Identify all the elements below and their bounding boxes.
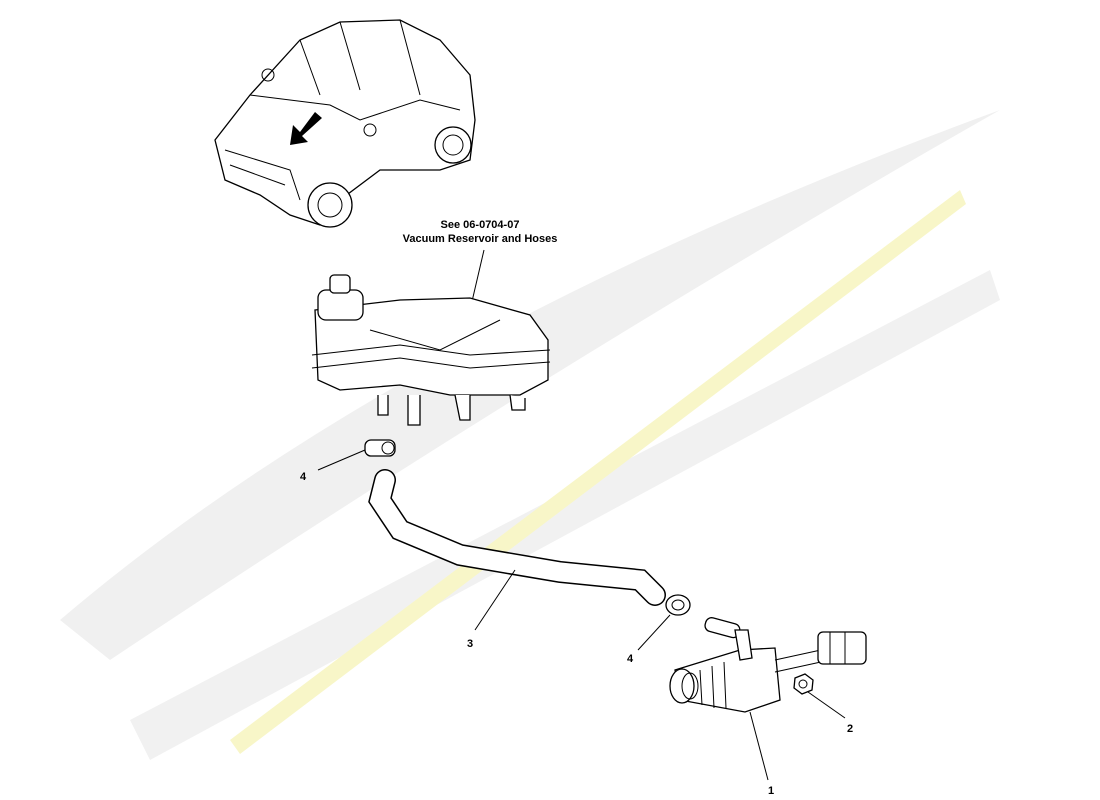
clutch-master-cylinder [669,617,867,713]
callout-4b: 4 [627,653,634,665]
car-location-illustration [214,19,476,228]
callout-2: 2 [847,723,853,735]
callout-1: 1 [768,785,774,797]
reference-line1: See 06-0704-07 [441,219,520,231]
location-arrow-icon [290,112,322,145]
callout-3: 3 [467,638,473,650]
reference-line2: Vacuum Reservoir and Hoses [403,233,558,245]
nut [793,673,814,695]
vacuum-reservoir [311,274,551,426]
hose-clip [364,439,396,457]
callout-4a: 4 [300,471,307,483]
watermark-brand-band [130,270,1000,760]
hose-clip [665,594,691,616]
watermark-tagline-band [230,190,966,754]
